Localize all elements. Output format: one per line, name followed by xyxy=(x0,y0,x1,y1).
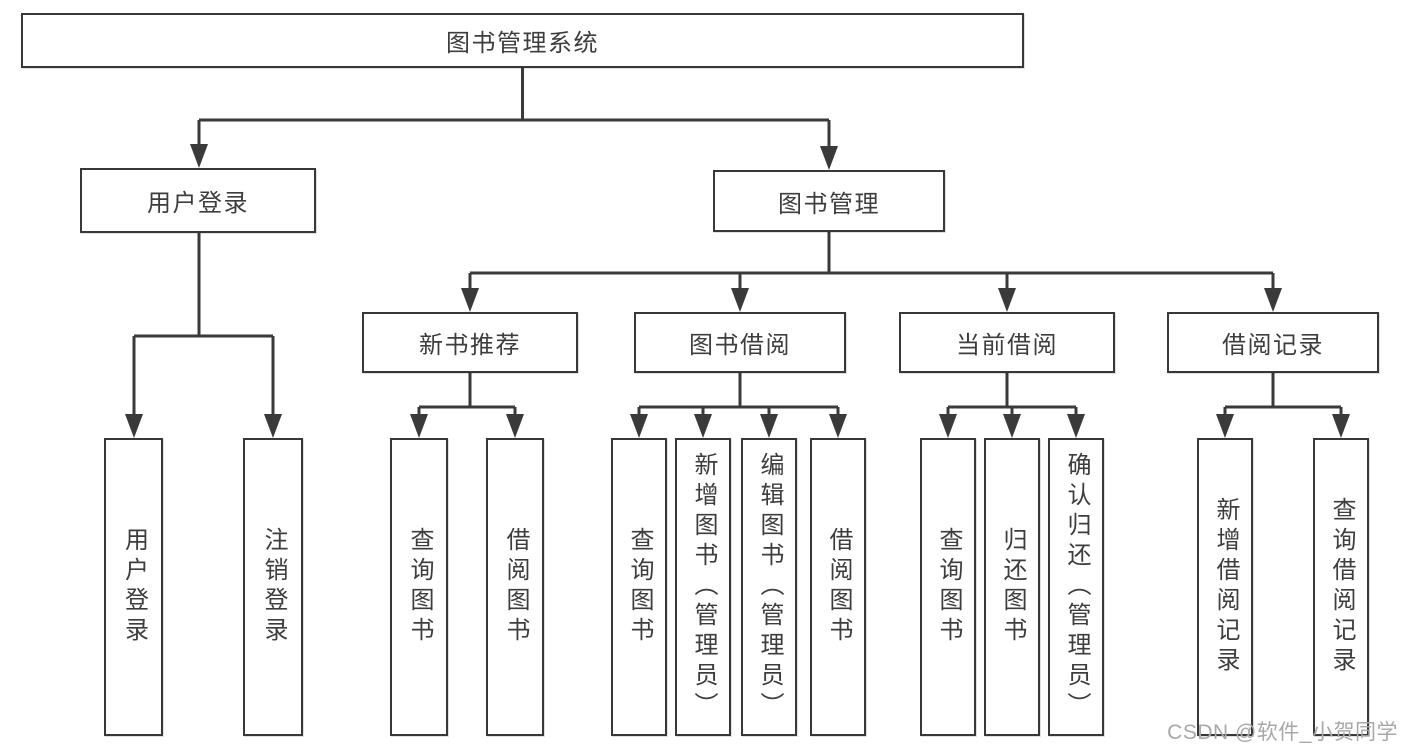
arrowhead xyxy=(630,414,648,438)
connector-book-management-children xyxy=(461,232,1282,312)
leaf-label: 借阅图书 xyxy=(825,527,852,647)
node-current-borrow: 当前借阅 xyxy=(899,312,1115,373)
arrowhead xyxy=(190,144,208,168)
node-label: 图书管理系统 xyxy=(446,30,599,57)
leaf-label: 用户登录 xyxy=(120,527,148,647)
leaf-label: 注销登录 xyxy=(260,527,287,647)
arrowhead xyxy=(1067,414,1085,438)
leaf-confirm-return-admin: 确认归还（管理员） xyxy=(1048,438,1104,736)
arrowhead xyxy=(829,414,847,438)
leaf-query-borrow-record: 查询借阅记录 xyxy=(1313,438,1369,736)
node-library-management-system: 图书管理系统 xyxy=(21,13,1024,68)
leaf-label: 查询图书 xyxy=(626,527,653,647)
leaf-label: 编辑图书（管理员） xyxy=(756,452,783,722)
node-label: 图书借阅 xyxy=(689,332,791,359)
arrowhead xyxy=(1003,414,1021,438)
leaf-label: 新增借阅记录 xyxy=(1212,497,1239,677)
connector-current-borrow-children xyxy=(939,373,1085,438)
leaf-query-books-current: 查询图书 xyxy=(920,438,976,736)
leaf-add-books-admin: 新增图书（管理员） xyxy=(675,438,731,736)
connector-user-login-children xyxy=(125,233,282,438)
node-new-book-recommend: 新书推荐 xyxy=(362,312,578,373)
leaf-label: 借阅图书 xyxy=(502,527,529,647)
leaf-label: 归还图书 xyxy=(999,527,1026,647)
connector-book-borrow-children xyxy=(630,373,847,438)
leaf-add-borrow-record: 新增借阅记录 xyxy=(1197,438,1253,736)
node-label: 当前借阅 xyxy=(956,332,1058,359)
leaf-return-books: 归还图书 xyxy=(984,438,1040,736)
leaf-label: 确认归还（管理员） xyxy=(1063,452,1090,722)
leaf-label: 新增图书（管理员） xyxy=(690,452,717,722)
node-label: 借阅记录 xyxy=(1222,332,1324,359)
leaf-query-books-recommend: 查询图书 xyxy=(390,438,448,736)
arrowhead xyxy=(731,288,749,312)
node-user-login: 用户登录 xyxy=(80,168,316,233)
arrowhead xyxy=(1216,414,1234,438)
connector-new-book-children xyxy=(410,373,524,438)
leaf-label: 查询图书 xyxy=(935,527,962,647)
arrowhead xyxy=(264,414,282,438)
leaf-query-books-borrow: 查询图书 xyxy=(611,438,667,736)
arrowhead xyxy=(125,414,143,438)
arrowhead xyxy=(760,414,778,438)
arrowhead xyxy=(410,414,428,438)
leaf-logout: 注销登录 xyxy=(243,438,303,736)
node-book-management: 图书管理 xyxy=(713,170,945,232)
leaf-edit-books-admin: 编辑图书（管理员） xyxy=(741,438,797,736)
leaf-label: 查询借阅记录 xyxy=(1328,497,1355,677)
arrowhead xyxy=(939,414,957,438)
arrowhead xyxy=(1332,414,1350,438)
arrowhead xyxy=(820,146,838,170)
leaf-borrow-books: 借阅图书 xyxy=(810,438,866,736)
connector-borrow-record-children xyxy=(1216,373,1350,438)
node-label: 新书推荐 xyxy=(419,332,521,359)
node-label: 用户登录 xyxy=(147,190,249,217)
arrowhead xyxy=(998,288,1016,312)
arrowhead xyxy=(1264,288,1282,312)
connector-root-to-level2 xyxy=(190,68,838,170)
csdn-watermark: CSDN @软件_小贺同学 xyxy=(1167,721,1398,744)
leaf-borrow-books-recommend: 借阅图书 xyxy=(486,438,544,736)
node-borrow-record: 借阅记录 xyxy=(1167,312,1379,373)
leaf-user-login: 用户登录 xyxy=(104,438,163,736)
node-book-borrow: 图书借阅 xyxy=(634,312,846,373)
arrowhead xyxy=(461,288,479,312)
arrowhead xyxy=(694,414,712,438)
arrowhead xyxy=(506,414,524,438)
leaf-label: 查询图书 xyxy=(406,527,433,647)
node-label: 图书管理 xyxy=(778,190,880,218)
